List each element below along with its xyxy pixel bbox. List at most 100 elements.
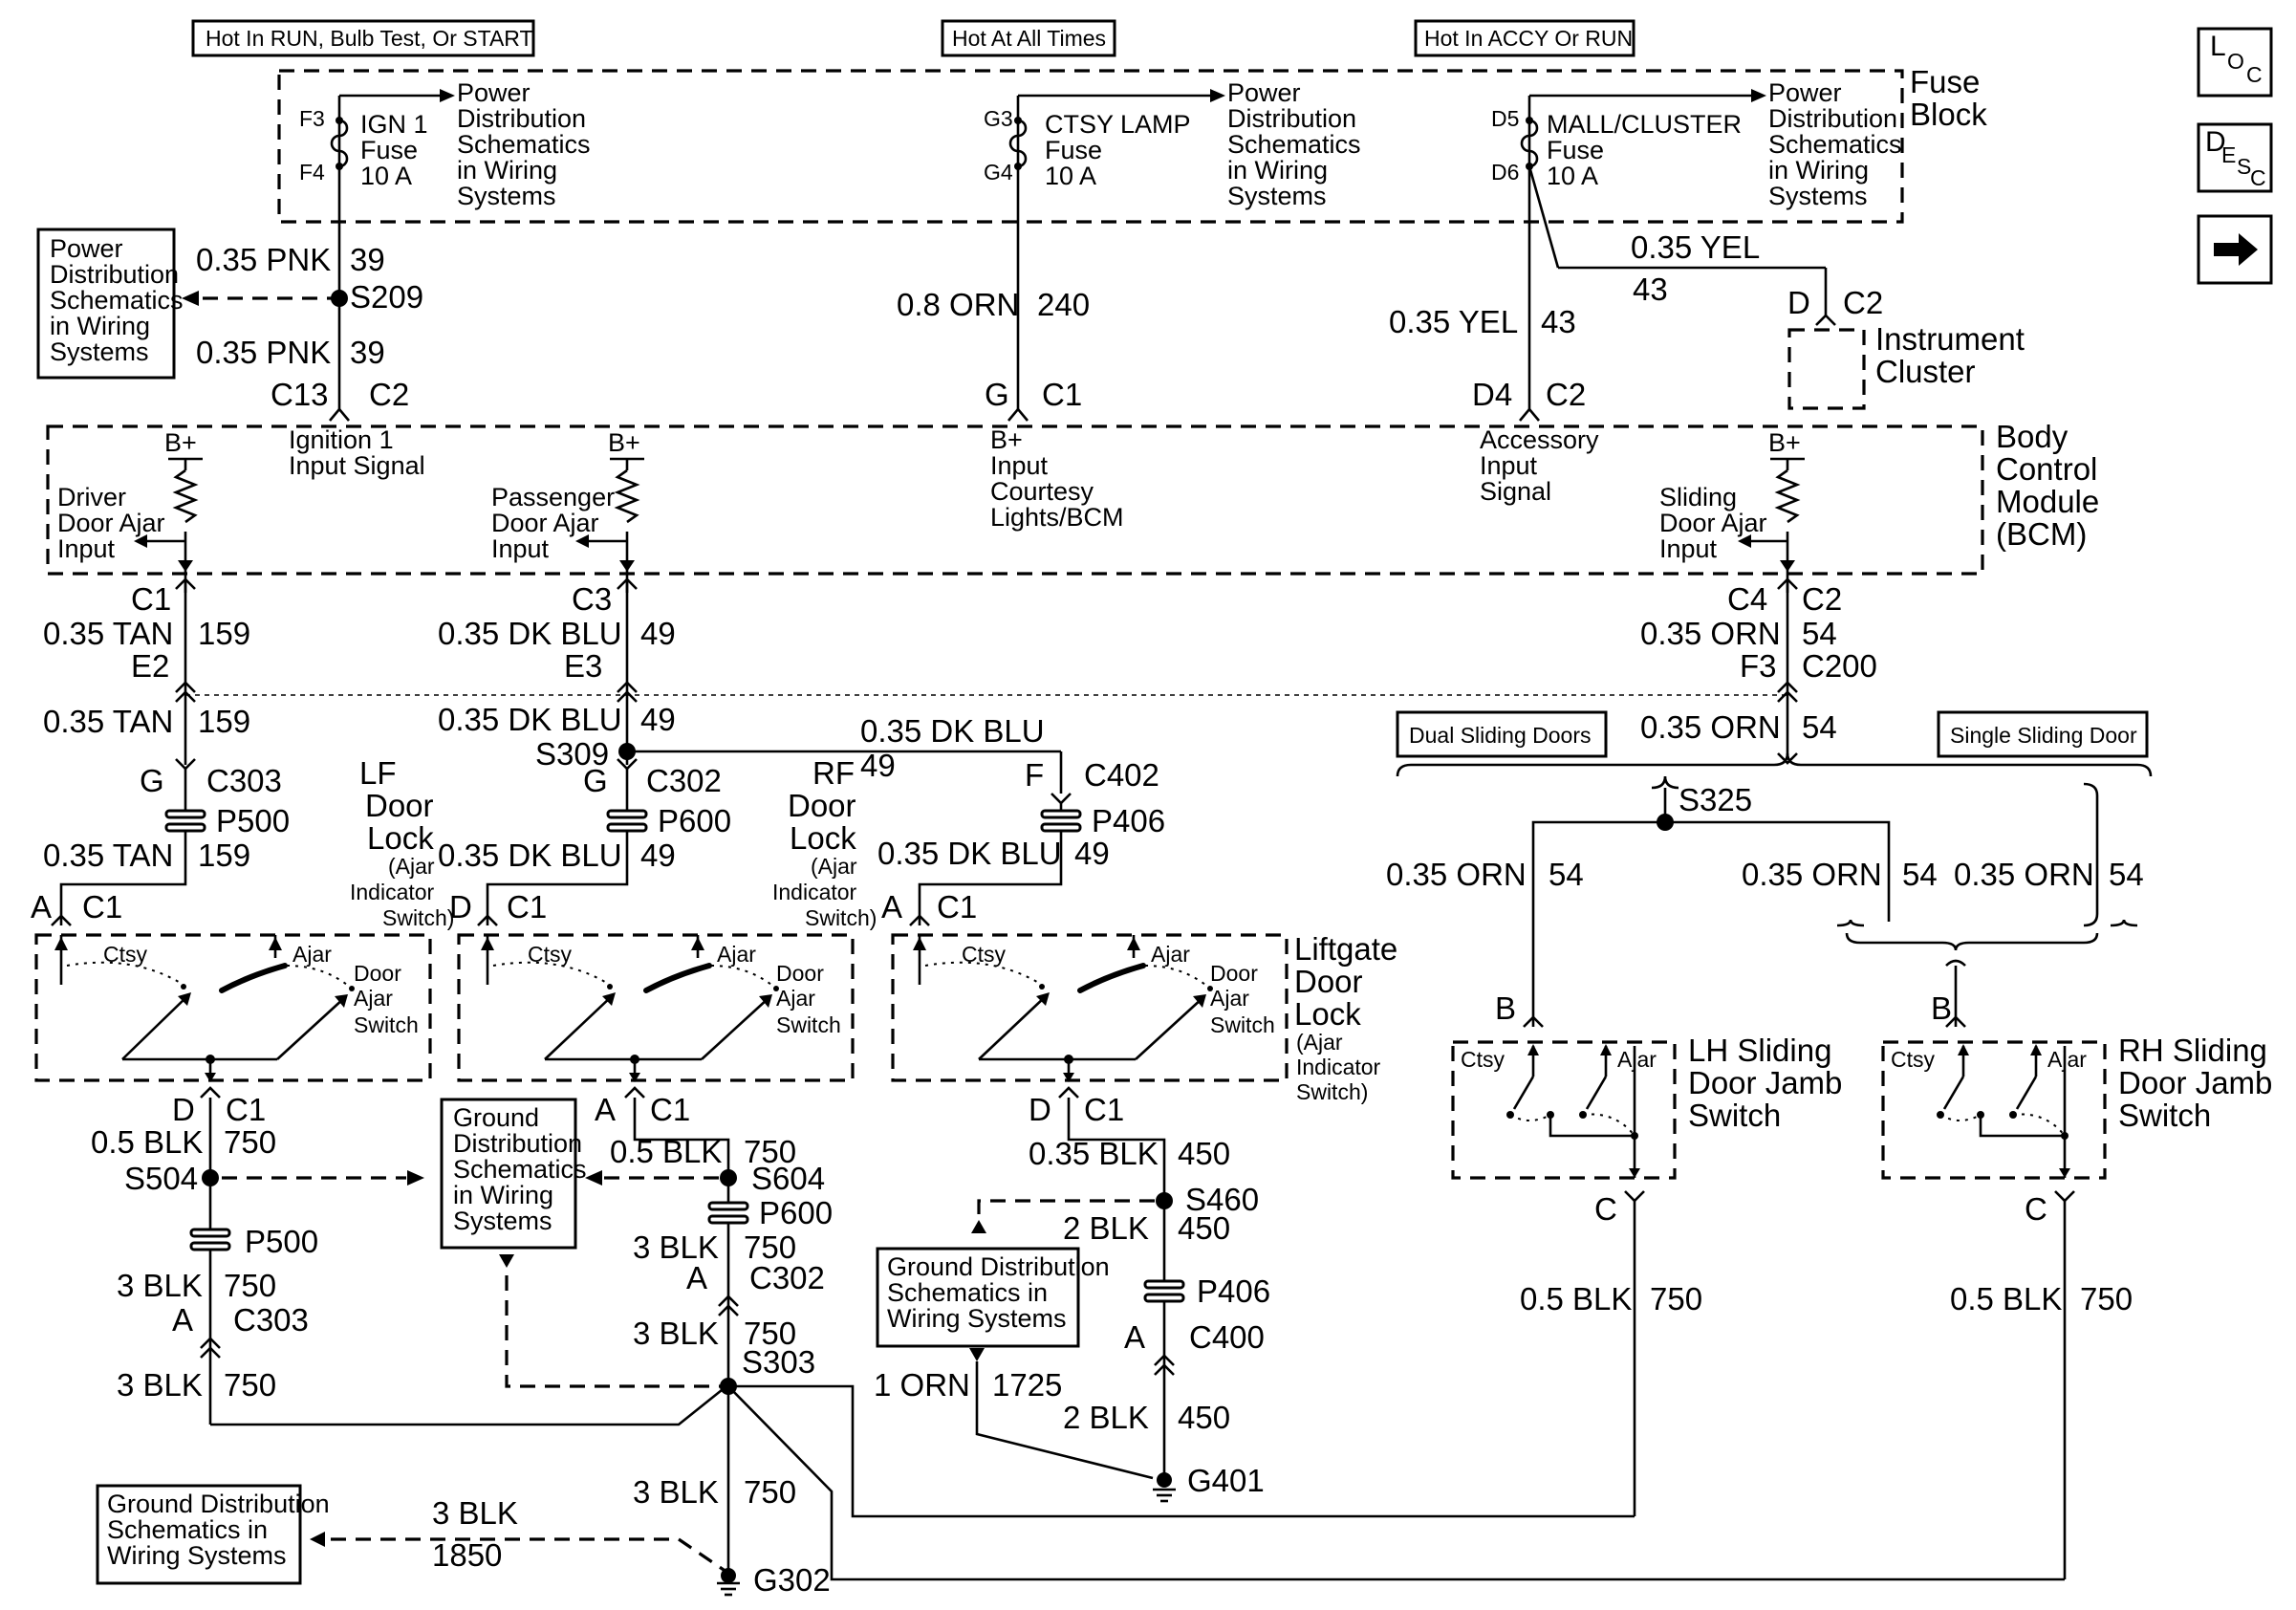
rf-title-3: Lock [790, 820, 856, 856]
header-accy: Hot In ACCY Or RUN [1414, 19, 1635, 57]
gr-c1: C1 [1084, 1092, 1124, 1127]
ic-pin-d: D [1787, 285, 1810, 320]
mid-orn1-num: 54 [1802, 616, 1837, 651]
lf-door-lock: G C303 P500 0.35 TAN 159 A C1 LF Door Lo… [31, 755, 454, 1082]
lf-sw-label-2: Ajar [354, 986, 393, 1011]
gds-box-right: Ground Distribution Schematics in Wiring… [876, 1247, 1110, 1348]
wire-yel-b: 0.35 YEL [1389, 304, 1518, 339]
fuse-mall-name-1: MALL/CLUSTER [1547, 110, 1742, 139]
rf-title-1: RF [812, 755, 855, 791]
lh-label-3: Switch [1688, 1098, 1781, 1133]
bcm-ign-label-1: Ignition 1 [289, 425, 394, 454]
mid-e2: E2 [131, 648, 169, 684]
lf-title-1: LF [359, 755, 397, 791]
rf-sw-label-2: Ajar [776, 986, 815, 1011]
splice-s309: S309 [535, 736, 609, 772]
desc-button[interactable]: D E S C [2197, 122, 2273, 193]
fuse-ign1-name-3: 10 A [360, 162, 412, 190]
bcm-driver-input: B+ Driver Door Ajar Input [57, 428, 203, 593]
bcm-module: Body Control Module (BCM) Ignition 1 Inp… [46, 419, 2099, 593]
mid-orn2-num: 54 [1802, 709, 1837, 745]
fuse-ign1: F3 F4 IGN 1 Fuse 10 A Power Distribution… [299, 78, 591, 411]
gm-g302: G302 [753, 1562, 831, 1598]
rf-ajar: Ajar [717, 942, 756, 967]
gm-w4n: 750 [744, 1474, 796, 1510]
mid-blu1: 0.35 DK BLU [438, 616, 622, 651]
bcm-ctsy-2: Input [990, 451, 1049, 480]
rh-label-2: Door Jamb [2118, 1065, 2272, 1100]
lf-num: 159 [198, 838, 250, 873]
bottom-n: 1850 [432, 1537, 502, 1573]
slide-w3n: 54 [2109, 857, 2144, 892]
slide-w1: 0.35 ORN [1386, 857, 1527, 892]
gm-w3n: 750 [744, 1316, 796, 1351]
rf-title-2: Door [788, 788, 856, 823]
gl-w3: 3 BLK [117, 1367, 203, 1403]
gds-mid-2: Distribution [453, 1129, 582, 1158]
bcm-acc-1: Accessory [1480, 425, 1599, 454]
rf-num: 49 [640, 838, 676, 873]
gds-box-bottom-left: Ground Distribution Schematics in Wiring… [96, 1484, 330, 1585]
rh-blk: 0.5 BLK [1950, 1281, 2062, 1316]
lh-ajar: Ajar [1617, 1047, 1657, 1072]
wire-yel-a: 0.35 YEL [1631, 229, 1760, 265]
gm-c1: C1 [650, 1092, 690, 1127]
bcm-ign-label-2: Input Signal [289, 451, 425, 480]
lh-ctsy: Ctsy [1461, 1047, 1505, 1072]
rf-wire: 0.35 DK BLU [438, 838, 622, 873]
ic-label-2: Cluster [1875, 354, 1976, 389]
lg-pin-a: A [881, 889, 902, 925]
gl-pin-d: D [172, 1092, 195, 1127]
lf-sw-label-1: Door [354, 961, 401, 986]
option-dual-text: Dual Sliding Doors [1409, 723, 1591, 748]
bcm-title-1: Body [1996, 419, 2069, 454]
gds-mid-3: Schematics [453, 1155, 587, 1184]
pds-side-line-2: Distribution [50, 260, 179, 289]
bcm-slide-2: Door Ajar [1659, 509, 1767, 537]
wire-yel-b-num: 43 [1541, 304, 1576, 339]
splice-s209: S209 [350, 279, 423, 315]
lh-blk: 0.5 BLK [1520, 1281, 1632, 1316]
fuse-block-title-1: Fuse [1910, 64, 1980, 99]
gr-orn: 1 ORN [874, 1367, 970, 1403]
fuse-ctsy-bottom-pin: G4 [984, 160, 1013, 185]
gr-orn-n: 1725 [992, 1367, 1062, 1403]
pds-side-line-3: Schematics [50, 286, 184, 315]
mid-c3: C3 [572, 581, 612, 617]
loc-button[interactable]: L O C [2197, 27, 2273, 98]
bcm-sliding-input: B+ Sliding Door Ajar Input [1659, 428, 1805, 593]
wire-pnk-a: 0.35 PNK [196, 242, 331, 277]
pds-side-line-1: Power [50, 234, 123, 263]
lf-sub-3: Switch) [382, 905, 454, 930]
next-arrow-button[interactable] [2197, 214, 2273, 285]
rh-label-3: Switch [2118, 1098, 2211, 1133]
fuse-ctsy-lamp: G3 G4 CTSY LAMP Fuse 10 A Power Distribu… [984, 78, 1361, 411]
bcm-ctsy-3: Courtesy [990, 477, 1094, 506]
rf-pin-d: D [449, 889, 472, 925]
gm-w3: 3 BLK [633, 1316, 719, 1351]
gm-w1n: 750 [744, 1134, 796, 1169]
gr-w2: 2 BLK [1063, 1210, 1149, 1246]
lh-blk-n: 750 [1650, 1281, 1702, 1316]
fuse-mall-bottom-pin: D6 [1491, 160, 1519, 185]
rf-sub-1: (Ajar [811, 854, 857, 879]
bcm-title-4: (BCM) [1996, 516, 2087, 552]
rh-pin-c: C [2025, 1191, 2047, 1227]
fuse-mall-cluster: D5 D6 MALL/CLUSTER Fuse 10 A Power Distr… [1491, 78, 1902, 411]
desc-s: S [2237, 154, 2251, 179]
fuse-ign1-name-2: Fuse [360, 136, 418, 164]
pds-ref-1-line-5: Systems [457, 182, 556, 210]
lf-ctsy: Ctsy [103, 942, 148, 967]
pds-ref-2-line-3: Schematics [1227, 130, 1361, 159]
bcm-ctsy-4: Lights/BCM [990, 503, 1124, 532]
mid-orn2: 0.35 ORN [1640, 709, 1781, 745]
lf-pin-a: A [31, 889, 52, 925]
pds-side-line-5: Systems [50, 337, 149, 366]
lg-title-2: Door [1294, 964, 1363, 999]
rh-blk-n: 750 [2080, 1281, 2133, 1316]
wire-pnk-b: 0.35 PNK [196, 335, 331, 370]
splice-s325: S325 [1679, 782, 1752, 817]
gm-w4: 3 BLK [633, 1474, 719, 1510]
mid-blu3-num: 49 [860, 748, 896, 783]
